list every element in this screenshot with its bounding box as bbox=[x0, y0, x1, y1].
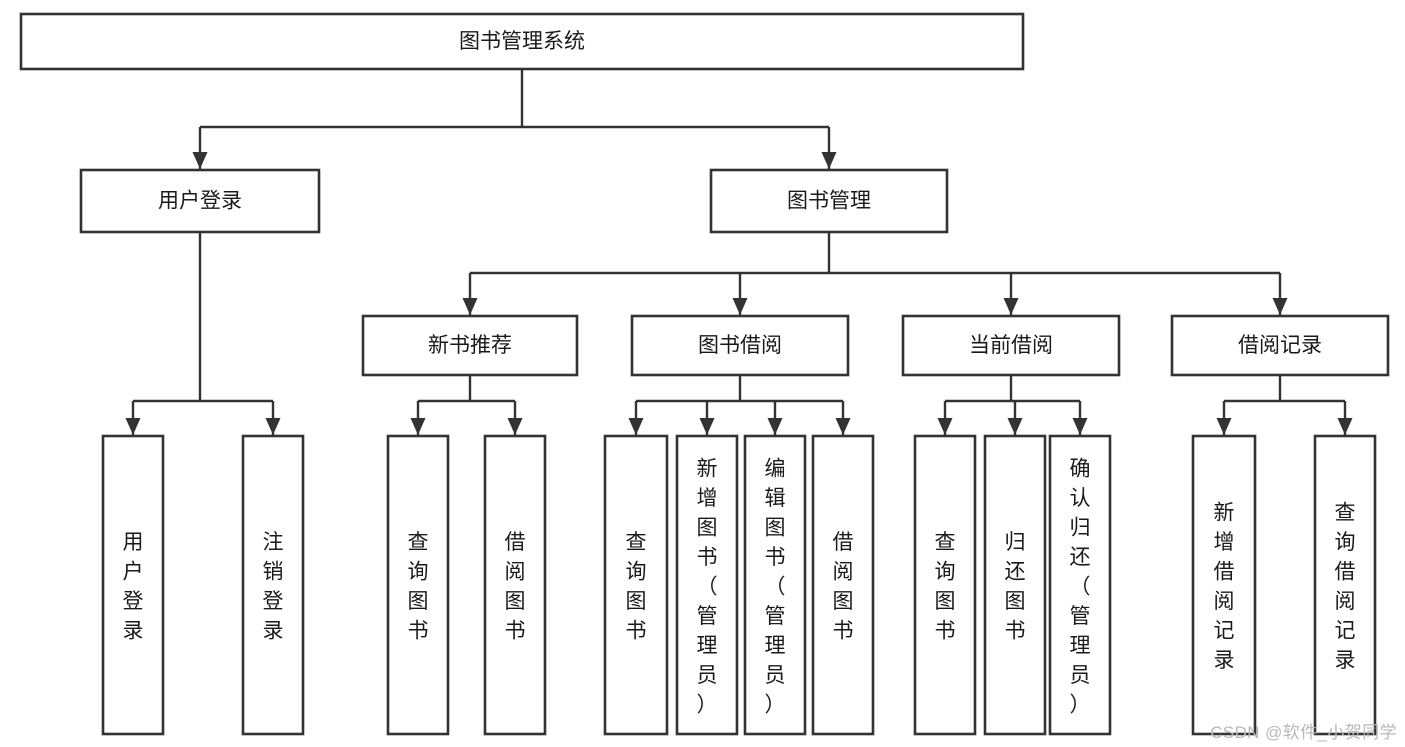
node-box[interactable] bbox=[386, 434, 450, 736]
edges-layer bbox=[125, 69, 1353, 435]
node-label: 新增借阅记录 bbox=[1214, 502, 1235, 673]
node-leaf-query-book-1[interactable]: 查询图书 bbox=[386, 434, 450, 736]
node-label: 注销登录 bbox=[263, 531, 284, 643]
node-label: 编辑图书（管理员） bbox=[765, 457, 786, 716]
node-label: 查询图书 bbox=[408, 531, 429, 643]
node-label: 确认归还（管理员） bbox=[1070, 457, 1091, 716]
edge-group-user-login bbox=[125, 232, 281, 435]
node-new-book-rec[interactable]: 新书推荐 bbox=[361, 314, 579, 377]
node-box[interactable] bbox=[1191, 434, 1257, 736]
edge-arrow-icon bbox=[835, 418, 851, 435]
node-current-borrow[interactable]: 当前借阅 bbox=[901, 314, 1121, 377]
node-box[interactable] bbox=[1170, 314, 1390, 377]
node-label: 图书管理系统 bbox=[459, 30, 585, 53]
node-leaf-logout[interactable]: 注销登录 bbox=[241, 434, 305, 736]
node-borrow-record[interactable]: 借阅记录 bbox=[1170, 314, 1390, 377]
edge-arrow-icon bbox=[732, 298, 748, 315]
node-box[interactable] bbox=[361, 314, 579, 377]
node-root[interactable]: 图书管理系统 bbox=[19, 12, 1025, 71]
node-box[interactable] bbox=[603, 434, 669, 736]
node-leaf-confirm-return[interactable]: 确认归还（管理员） bbox=[1048, 434, 1112, 736]
edge-arrow-icon bbox=[628, 418, 644, 435]
node-leaf-borrow-book-1[interactable]: 借阅图书 bbox=[483, 434, 547, 736]
node-box[interactable] bbox=[901, 314, 1121, 377]
node-leaf-borrow-book-2[interactable]: 借阅图书 bbox=[811, 434, 875, 736]
edge-arrow-icon bbox=[507, 418, 523, 435]
node-label: 当前借阅 bbox=[969, 334, 1053, 357]
node-leaf-add-book[interactable]: 新增图书（管理员） bbox=[675, 434, 739, 736]
edge-arrow-icon bbox=[1337, 418, 1353, 435]
node-box[interactable] bbox=[1313, 434, 1377, 736]
node-box[interactable] bbox=[101, 434, 165, 736]
edge-arrow-icon bbox=[767, 418, 783, 435]
edge-arrow-icon bbox=[1007, 418, 1023, 435]
node-label: 用户登录 bbox=[123, 531, 144, 643]
edge-arrow-icon bbox=[410, 418, 426, 435]
node-label: 新书推荐 bbox=[428, 334, 512, 357]
edge-arrow-icon bbox=[265, 418, 281, 435]
node-book-manage[interactable]: 图书管理 bbox=[709, 168, 949, 234]
node-label: 用户登录 bbox=[158, 190, 242, 213]
edge-arrow-icon bbox=[1003, 298, 1019, 315]
node-label: 借阅图书 bbox=[833, 531, 854, 643]
node-box[interactable] bbox=[983, 434, 1047, 736]
edge-group-root bbox=[192, 69, 837, 169]
node-box[interactable] bbox=[483, 434, 547, 736]
nodes-layer: 图书管理系统用户登录图书管理新书推荐图书借阅当前借阅借阅记录用户登录注销登录查询… bbox=[19, 12, 1390, 736]
node-box[interactable] bbox=[743, 434, 807, 736]
edge-arrow-icon bbox=[192, 152, 208, 169]
edge-arrow-icon bbox=[1072, 418, 1088, 435]
node-label: 查询图书 bbox=[935, 531, 956, 643]
node-box[interactable] bbox=[79, 168, 321, 234]
edge-arrow-icon bbox=[937, 418, 953, 435]
node-box[interactable] bbox=[913, 434, 977, 736]
node-leaf-add-record[interactable]: 新增借阅记录 bbox=[1191, 434, 1257, 736]
node-box[interactable] bbox=[1048, 434, 1112, 736]
edge-arrow-icon bbox=[125, 418, 141, 435]
node-label: 借阅记录 bbox=[1238, 334, 1322, 357]
node-label: 图书借阅 bbox=[698, 334, 782, 357]
node-box[interactable] bbox=[19, 12, 1025, 71]
edge-arrow-icon bbox=[1216, 418, 1232, 435]
edge-group-book-manage bbox=[462, 232, 1288, 315]
node-box[interactable] bbox=[675, 434, 739, 736]
node-leaf-query-record[interactable]: 查询借阅记录 bbox=[1313, 434, 1377, 736]
edge-group-current-borrow bbox=[937, 375, 1088, 435]
node-box[interactable] bbox=[811, 434, 875, 736]
node-label: 借阅图书 bbox=[505, 531, 526, 643]
node-user-login[interactable]: 用户登录 bbox=[79, 168, 321, 234]
edge-arrow-icon bbox=[699, 418, 715, 435]
edge-group-book-borrow bbox=[628, 375, 851, 435]
node-box[interactable] bbox=[709, 168, 949, 234]
node-label: 归还图书 bbox=[1005, 531, 1026, 643]
node-book-borrow[interactable]: 图书借阅 bbox=[630, 314, 850, 377]
node-leaf-return-book[interactable]: 归还图书 bbox=[983, 434, 1047, 736]
node-label: 查询图书 bbox=[626, 531, 647, 643]
node-leaf-user-login[interactable]: 用户登录 bbox=[101, 434, 165, 736]
node-label: 图书管理 bbox=[787, 190, 871, 213]
node-leaf-query-book-3[interactable]: 查询图书 bbox=[913, 434, 977, 736]
node-leaf-query-book-2[interactable]: 查询图书 bbox=[603, 434, 669, 736]
node-box[interactable] bbox=[630, 314, 850, 377]
edge-arrow-icon bbox=[821, 152, 837, 169]
node-label: 新增图书（管理员） bbox=[697, 457, 718, 716]
edge-arrow-icon bbox=[1272, 298, 1288, 315]
edge-group-new-book-rec bbox=[410, 375, 523, 435]
edge-group-borrow-record bbox=[1216, 375, 1353, 435]
edge-arrow-icon bbox=[462, 298, 478, 315]
node-label: 查询借阅记录 bbox=[1335, 502, 1356, 673]
node-leaf-edit-book[interactable]: 编辑图书（管理员） bbox=[743, 434, 807, 736]
node-box[interactable] bbox=[241, 434, 305, 736]
